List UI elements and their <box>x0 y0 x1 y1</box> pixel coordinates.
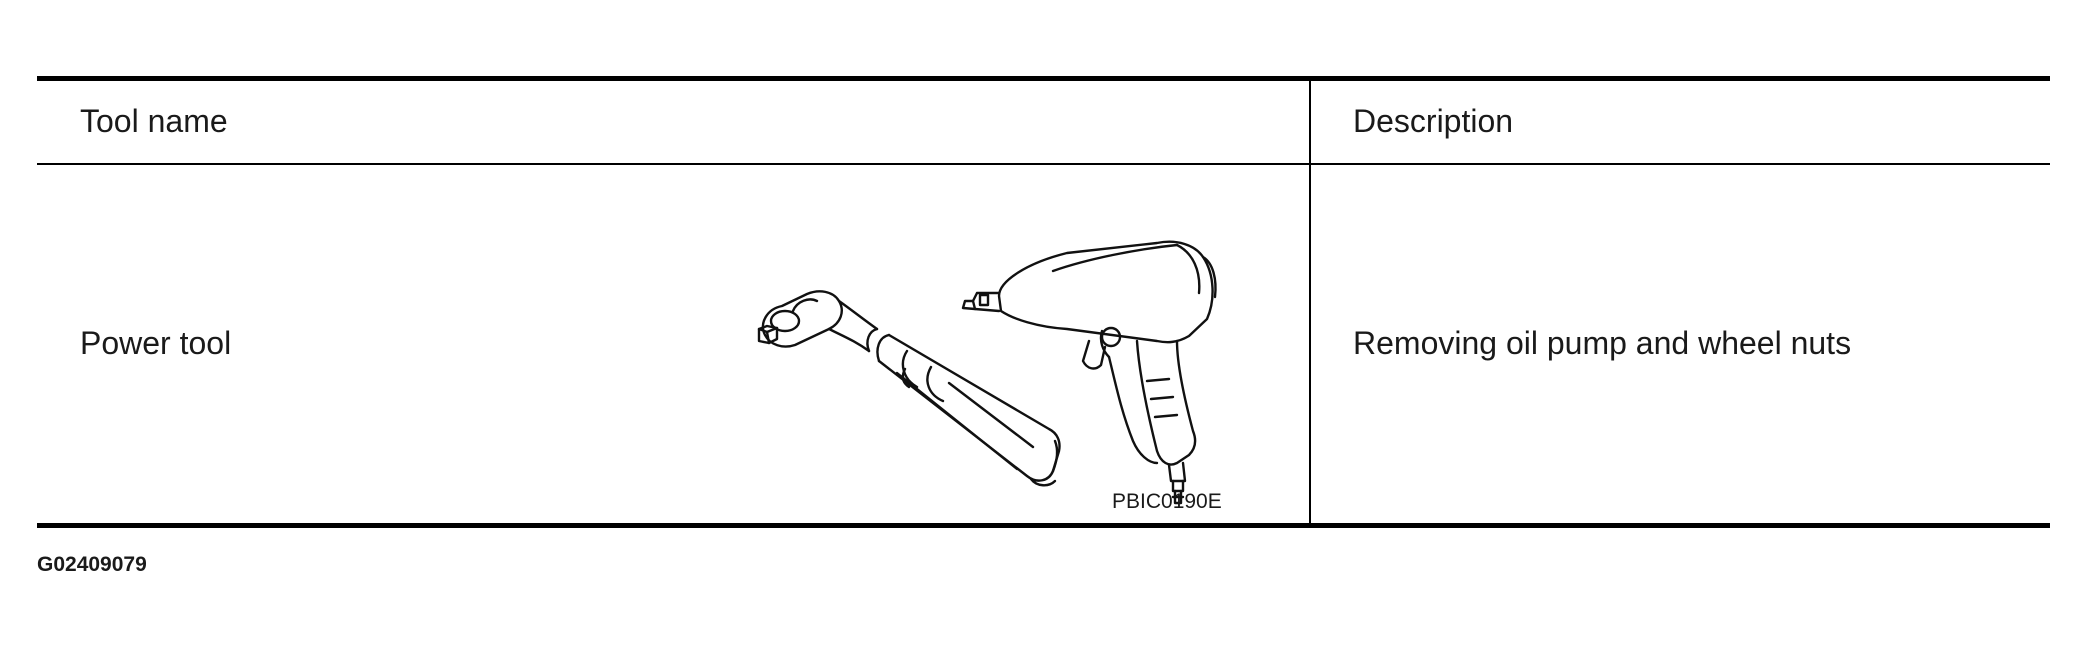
header-divider <box>37 163 2050 165</box>
header-description: Description <box>1353 103 1514 139</box>
row-description: Removing oil pump and wheel nuts <box>1353 325 1852 361</box>
tool-table: Tool name Description Power tool Removin… <box>37 76 2050 528</box>
column-divider <box>1309 81 1311 523</box>
header-tool-name: Tool name <box>80 103 228 139</box>
ratchet-wrench-icon <box>757 290 1061 487</box>
document-id: G02409079 <box>37 553 147 576</box>
power-tool-illustration <box>757 240 1217 505</box>
row-tool-name: Power tool <box>80 325 232 361</box>
impact-wrench-icon <box>961 240 1217 505</box>
figure-code: PBIC0190E <box>1112 490 1222 513</box>
